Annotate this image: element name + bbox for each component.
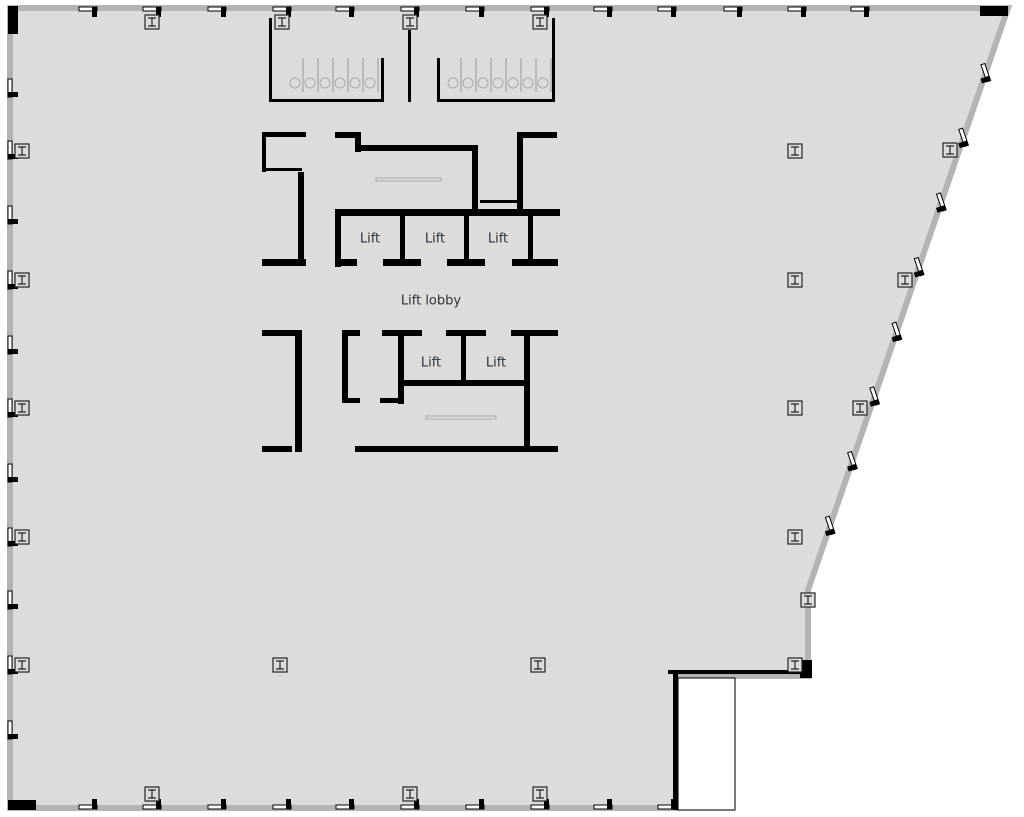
mullion [980, 62, 992, 84]
mullion [7, 335, 18, 355]
lift-label: Lift [486, 356, 506, 371]
structural-columns [14, 14, 958, 802]
mullion [207, 6, 227, 17]
column-icon [530, 657, 546, 673]
mullion [787, 6, 807, 17]
mullion [207, 799, 227, 810]
column-icon [787, 657, 803, 673]
lift-lobby-label: Lift lobby [401, 294, 462, 309]
column-icon [144, 14, 160, 30]
column-icon [532, 786, 548, 802]
wc-icon [492, 77, 504, 89]
wc-icon [364, 77, 376, 89]
floor-area [7, 5, 1013, 811]
mullion [335, 799, 355, 810]
core-lower-walls [262, 330, 558, 452]
mullion [824, 515, 836, 537]
wc-icon [447, 77, 459, 89]
mullion [7, 590, 18, 610]
toilet-partition [408, 30, 411, 102]
mullion [7, 463, 18, 483]
mullion [913, 256, 925, 278]
mullion [7, 398, 18, 418]
wc-icon [349, 77, 361, 89]
mullion [7, 655, 18, 675]
mullion [7, 527, 18, 547]
column-icon [14, 143, 30, 159]
mullion [400, 799, 420, 810]
column-icon [532, 14, 548, 30]
mullion [78, 799, 98, 810]
wc-icon [319, 77, 331, 89]
wc-icon [477, 77, 489, 89]
wc-icon [289, 77, 301, 89]
column-icon [14, 529, 30, 545]
corner-columns [8, 6, 1008, 810]
mullion [335, 6, 355, 17]
window-mullions [7, 6, 992, 810]
column-icon [787, 529, 803, 545]
column-icon [787, 272, 803, 288]
wc-icon [537, 77, 549, 89]
column-icon [14, 400, 30, 416]
wc-icon [507, 77, 519, 89]
column-icon [787, 143, 803, 159]
mullion [142, 6, 162, 17]
mullion [850, 6, 870, 17]
entrance-wall [668, 670, 808, 674]
entrance-wall [673, 674, 678, 810]
column-icon [14, 272, 30, 288]
mullion [7, 140, 18, 160]
mullion [465, 799, 485, 810]
mullion [272, 6, 292, 17]
mullion [400, 6, 420, 17]
mullion [846, 450, 858, 472]
mullion [530, 799, 550, 810]
column-icon [144, 786, 160, 802]
mullion [78, 6, 98, 17]
column-icon [897, 272, 913, 288]
mullion [935, 192, 947, 213]
wc-icon [522, 77, 534, 89]
mullion [530, 6, 550, 17]
column-icon [14, 657, 30, 673]
column-icon [800, 592, 816, 608]
mullion [657, 799, 677, 810]
mullion [142, 799, 162, 810]
mullion [869, 386, 881, 407]
lift-label: Lift [421, 356, 441, 371]
lift-label: Lift [488, 232, 508, 247]
mullion [593, 6, 613, 17]
wc-icon [304, 77, 316, 89]
lift-label: Lift [360, 232, 380, 247]
column-icon [402, 786, 418, 802]
mullion [723, 6, 743, 17]
mullion [593, 799, 613, 810]
column-icon [942, 142, 958, 158]
mullion [272, 799, 292, 810]
mullion [7, 78, 18, 98]
mullion [465, 6, 485, 17]
lift-label: Lift [425, 232, 445, 247]
wc-icon [462, 77, 474, 89]
mullion [657, 6, 677, 17]
column-icon [852, 400, 868, 416]
column-icon [274, 14, 290, 30]
column-icon [272, 657, 288, 673]
mullion [891, 321, 903, 343]
column-icon [787, 400, 803, 416]
core-upper-walls [262, 132, 560, 267]
mullion [7, 720, 18, 740]
wc-cubicles [289, 58, 552, 92]
mullion [958, 127, 970, 149]
mullion [7, 205, 18, 225]
wc-icon [334, 77, 346, 89]
mullion [7, 270, 18, 290]
column-icon [402, 14, 418, 30]
toilet-block-right [437, 18, 555, 102]
entrance-vestibule [677, 677, 736, 811]
toilet-block-left [269, 18, 384, 102]
